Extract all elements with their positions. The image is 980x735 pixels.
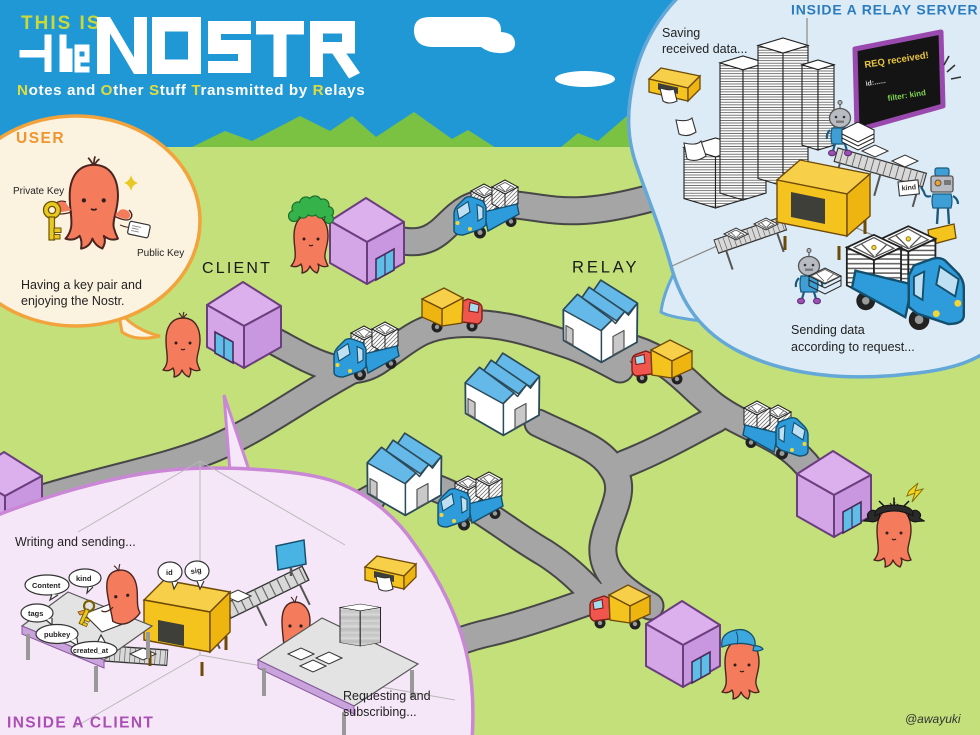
svg-text:CLIENT: CLIENT: [202, 260, 272, 277]
svg-text:Content: Content: [32, 581, 61, 590]
svg-text:RELAY: RELAY: [572, 259, 639, 277]
svg-text:Public Key: Public Key: [137, 248, 184, 259]
svg-text:pubkey: pubkey: [44, 630, 71, 639]
svg-text:THIS IS: THIS IS: [21, 13, 102, 34]
svg-text:Saving: Saving: [662, 26, 700, 40]
svg-text:subscribing...: subscribing...: [343, 705, 417, 719]
svg-text:created_at: created_at: [73, 648, 109, 655]
svg-text:Sending data: Sending data: [791, 323, 865, 337]
svg-text:received data...: received data...: [662, 42, 747, 56]
svg-text:Requesting and: Requesting and: [343, 689, 431, 703]
svg-text:according to request...: according to request...: [791, 340, 915, 354]
svg-text:Having a key pair and: Having a key pair and: [21, 278, 142, 292]
svg-text:id:......: id:......: [865, 78, 886, 88]
svg-text:enjoying the Nostr.: enjoying the Nostr.: [21, 294, 125, 308]
svg-text:sig: sig: [190, 566, 202, 576]
svg-text:kind: kind: [901, 184, 916, 192]
svg-text:tags: tags: [28, 609, 43, 618]
svg-text:USER: USER: [16, 130, 65, 147]
svg-text:@awayuki: @awayuki: [905, 712, 961, 726]
svg-text:id: id: [166, 568, 173, 577]
svg-text:INSIDE A CLIENT: INSIDE A CLIENT: [7, 715, 154, 732]
svg-text:Writing and sending...: Writing and sending...: [15, 535, 136, 549]
svg-text:kind: kind: [76, 574, 92, 583]
svg-text:Private Key: Private Key: [13, 186, 64, 197]
svg-text:Notes and Other Stuff Transmit: Notes and Other Stuff Transmitted by Rel…: [17, 82, 365, 99]
svg-text:INSIDE A RELAY SERVER: INSIDE A RELAY SERVER: [791, 2, 978, 18]
